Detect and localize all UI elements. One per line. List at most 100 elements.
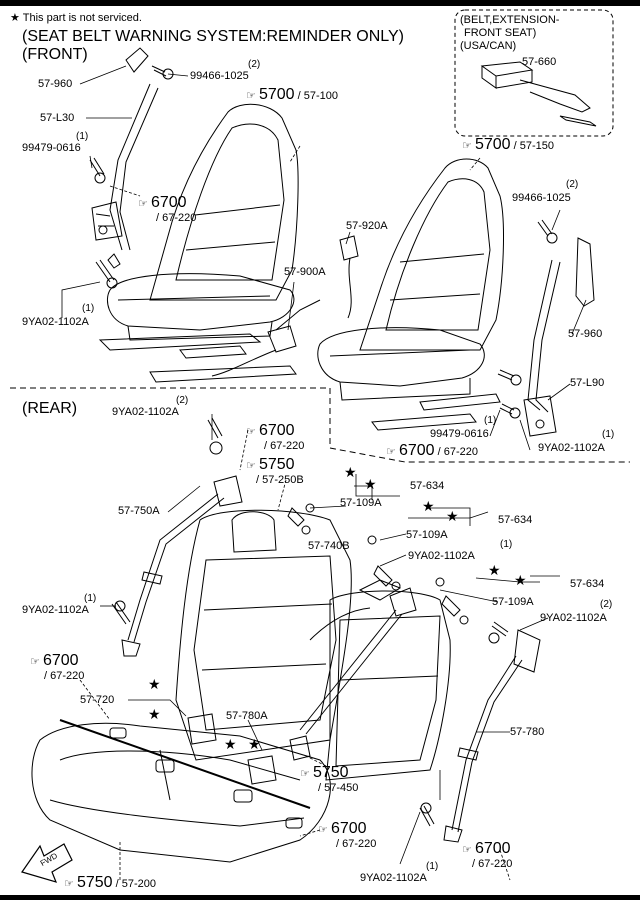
hand-icon: ☞ xyxy=(246,426,256,438)
part-9ya02-rear-top[interactable]: 9YA02-1102A xyxy=(112,406,179,418)
page-title: (SEAT BELT WARNING SYSTEM:REMINDER ONLY) xyxy=(22,28,404,45)
qty-9ya-front-right: (1) xyxy=(602,429,615,440)
qty-99479-left: (1) xyxy=(76,131,89,142)
star-109a-c: ★ xyxy=(514,572,527,588)
part-9ya02-center[interactable]: 9YA02-1102A xyxy=(408,550,475,562)
ref-5750-57-250B[interactable]: ☞ 5750 / 57-250B xyxy=(246,456,304,487)
ref-group: 6700 xyxy=(150,194,187,211)
ref-6700-rear-left[interactable]: ☞ 6700 / 67-220 xyxy=(30,652,85,683)
belt-extension-drawing xyxy=(480,61,597,127)
ref-6700-rear-center[interactable]: ☞ 6700 / 67-220 xyxy=(318,820,377,851)
part-57-900A[interactable]: 57-900A xyxy=(284,266,326,278)
qty-9ya-rear-left: (1) xyxy=(84,593,97,604)
qty-9ya-rear-top: (2) xyxy=(176,395,189,406)
hand-icon: ☞ xyxy=(64,878,74,890)
ref-fig: / 57-200 xyxy=(115,878,156,890)
part-57-L90[interactable]: 57-L90 xyxy=(570,377,605,389)
ref-5700-57-150[interactable]: ☞ 5700 / 57-150 xyxy=(462,137,554,153)
ref-group: 6700 xyxy=(330,820,367,837)
part-57-920A[interactable]: 57-920A xyxy=(346,220,388,232)
ref-fig: / 57-450 xyxy=(318,782,359,794)
star-icon: ★ xyxy=(10,12,20,24)
hand-icon: ☞ xyxy=(30,656,40,668)
part-57-750A[interactable]: 57-750A xyxy=(118,505,160,517)
ref-5750-57-450[interactable]: ☞ 5750 / 57-450 xyxy=(300,764,359,795)
ref-fig: / 67-220 xyxy=(44,670,85,682)
front-right-seat-drawing xyxy=(317,158,504,431)
part-57-720[interactable]: 57-720 xyxy=(80,694,115,706)
part-9ya02-rear-left[interactable]: 9YA02-1102A xyxy=(22,604,89,616)
part-57-109A-b[interactable]: 57-109A xyxy=(406,529,448,541)
part-57-960-right[interactable]: 57-960 xyxy=(568,328,603,340)
part-57-660[interactable]: 57-660 xyxy=(522,56,557,68)
ref-fig: / 67-220 xyxy=(472,858,513,870)
part-57-740B[interactable]: 57-740B xyxy=(308,540,350,552)
star-109a-a: ★ xyxy=(364,476,377,492)
rear-seatback-drawing xyxy=(175,509,451,781)
front-section-label: (FRONT) xyxy=(22,46,88,63)
ref-5700-57-100[interactable]: ☞ 5700 / 57-100 xyxy=(246,87,338,103)
part-57-634-c[interactable]: 57-634 xyxy=(570,578,605,590)
star-note: ★ This part is not serviced. xyxy=(10,12,142,24)
top-rule xyxy=(0,0,640,6)
ref-fig: / 57-250B xyxy=(256,474,304,486)
part-57-109A-a[interactable]: 57-109A xyxy=(340,497,382,509)
clip-drawings xyxy=(287,503,469,625)
ref-6700-front-left[interactable]: ☞ 6700 / 67-220 xyxy=(138,194,196,225)
star-780a-b: ★ xyxy=(248,736,261,752)
part-9ya02-rear-right[interactable]: 9YA02-1102A xyxy=(540,612,607,624)
qty-9ya-front-left: (1) xyxy=(82,303,95,314)
part-9ya02-front-left[interactable]: 9YA02-1102A xyxy=(22,316,89,328)
ref-5750-57-200[interactable]: ☞ 5750 / 57-200 xyxy=(64,875,156,891)
ref-6700-rear-right[interactable]: ☞ 6700 / 67-220 xyxy=(462,840,513,871)
inset-title-2: FRONT SEAT) xyxy=(464,27,537,39)
part-57-L30[interactable]: 57-L30 xyxy=(40,112,75,124)
hand-icon: ☞ xyxy=(246,90,256,102)
front-right-belt-drawing xyxy=(497,219,595,437)
bottom-rule xyxy=(0,895,640,900)
part-57-634-b[interactable]: 57-634 xyxy=(498,514,533,526)
ref-group: 6700 xyxy=(474,840,511,857)
qty-99479-right: (1) xyxy=(484,415,497,426)
section-divider xyxy=(10,387,630,463)
ref-group: 6700 xyxy=(42,652,79,669)
star-720-a: ★ xyxy=(148,676,161,692)
bracket-lines xyxy=(355,474,560,577)
star-720-b: ★ xyxy=(148,706,161,722)
front-left-belt-drawing xyxy=(89,47,174,289)
ref-group: 5750 xyxy=(258,456,295,473)
qty-99466-right: (2) xyxy=(566,179,579,190)
rear-belts-drawing xyxy=(111,417,541,843)
part-57-634-a[interactable]: 57-634 xyxy=(410,480,445,492)
part-99466-1025-right[interactable]: 99466-1025 xyxy=(512,192,571,204)
rear-section-label: (REAR) xyxy=(22,400,78,417)
ref-fig: / 67-220 xyxy=(336,838,377,850)
qty-9ya-rear-bottom: (1) xyxy=(426,861,439,872)
part-99479-0616-left[interactable]: 99479-0616 xyxy=(22,142,81,154)
part-99479-0616-right[interactable]: 99479-0616 xyxy=(430,428,489,440)
star-109a-b: ★ xyxy=(446,508,459,524)
part-57-109A-c[interactable]: 57-109A xyxy=(492,596,534,608)
part-57-780A[interactable]: 57-780A xyxy=(226,710,268,722)
part-9ya02-rear-bottom[interactable]: 9YA02-1102A xyxy=(360,872,427,884)
star-634-a: ★ xyxy=(344,464,357,480)
part-57-960-left[interactable]: 57-960 xyxy=(38,78,73,90)
part-99466-1025-left[interactable]: 99466-1025 xyxy=(190,70,249,82)
hand-icon: ☞ xyxy=(386,446,396,458)
ref-6700-rear-top[interactable]: ☞ 6700 / 67-220 xyxy=(246,422,304,453)
ref-6700-front-right[interactable]: ☞ 6700 / 67-220 xyxy=(386,442,478,459)
inset-box xyxy=(454,9,614,137)
ref-fig: / 57-150 xyxy=(513,140,554,152)
ref-group: 5750 xyxy=(312,764,349,781)
hand-icon: ☞ xyxy=(318,824,328,836)
hand-icon: ☞ xyxy=(300,768,310,780)
part-9ya02-front-right[interactable]: 9YA02-1102A xyxy=(538,442,605,454)
ref-group: 6700 xyxy=(258,422,295,439)
ref-group: 6700 xyxy=(398,442,435,459)
leader-lines xyxy=(61,65,587,881)
part-57-780[interactable]: 57-780 xyxy=(510,726,545,738)
hand-icon: ☞ xyxy=(246,460,256,472)
qty-9ya-rear-right: (2) xyxy=(600,599,613,610)
